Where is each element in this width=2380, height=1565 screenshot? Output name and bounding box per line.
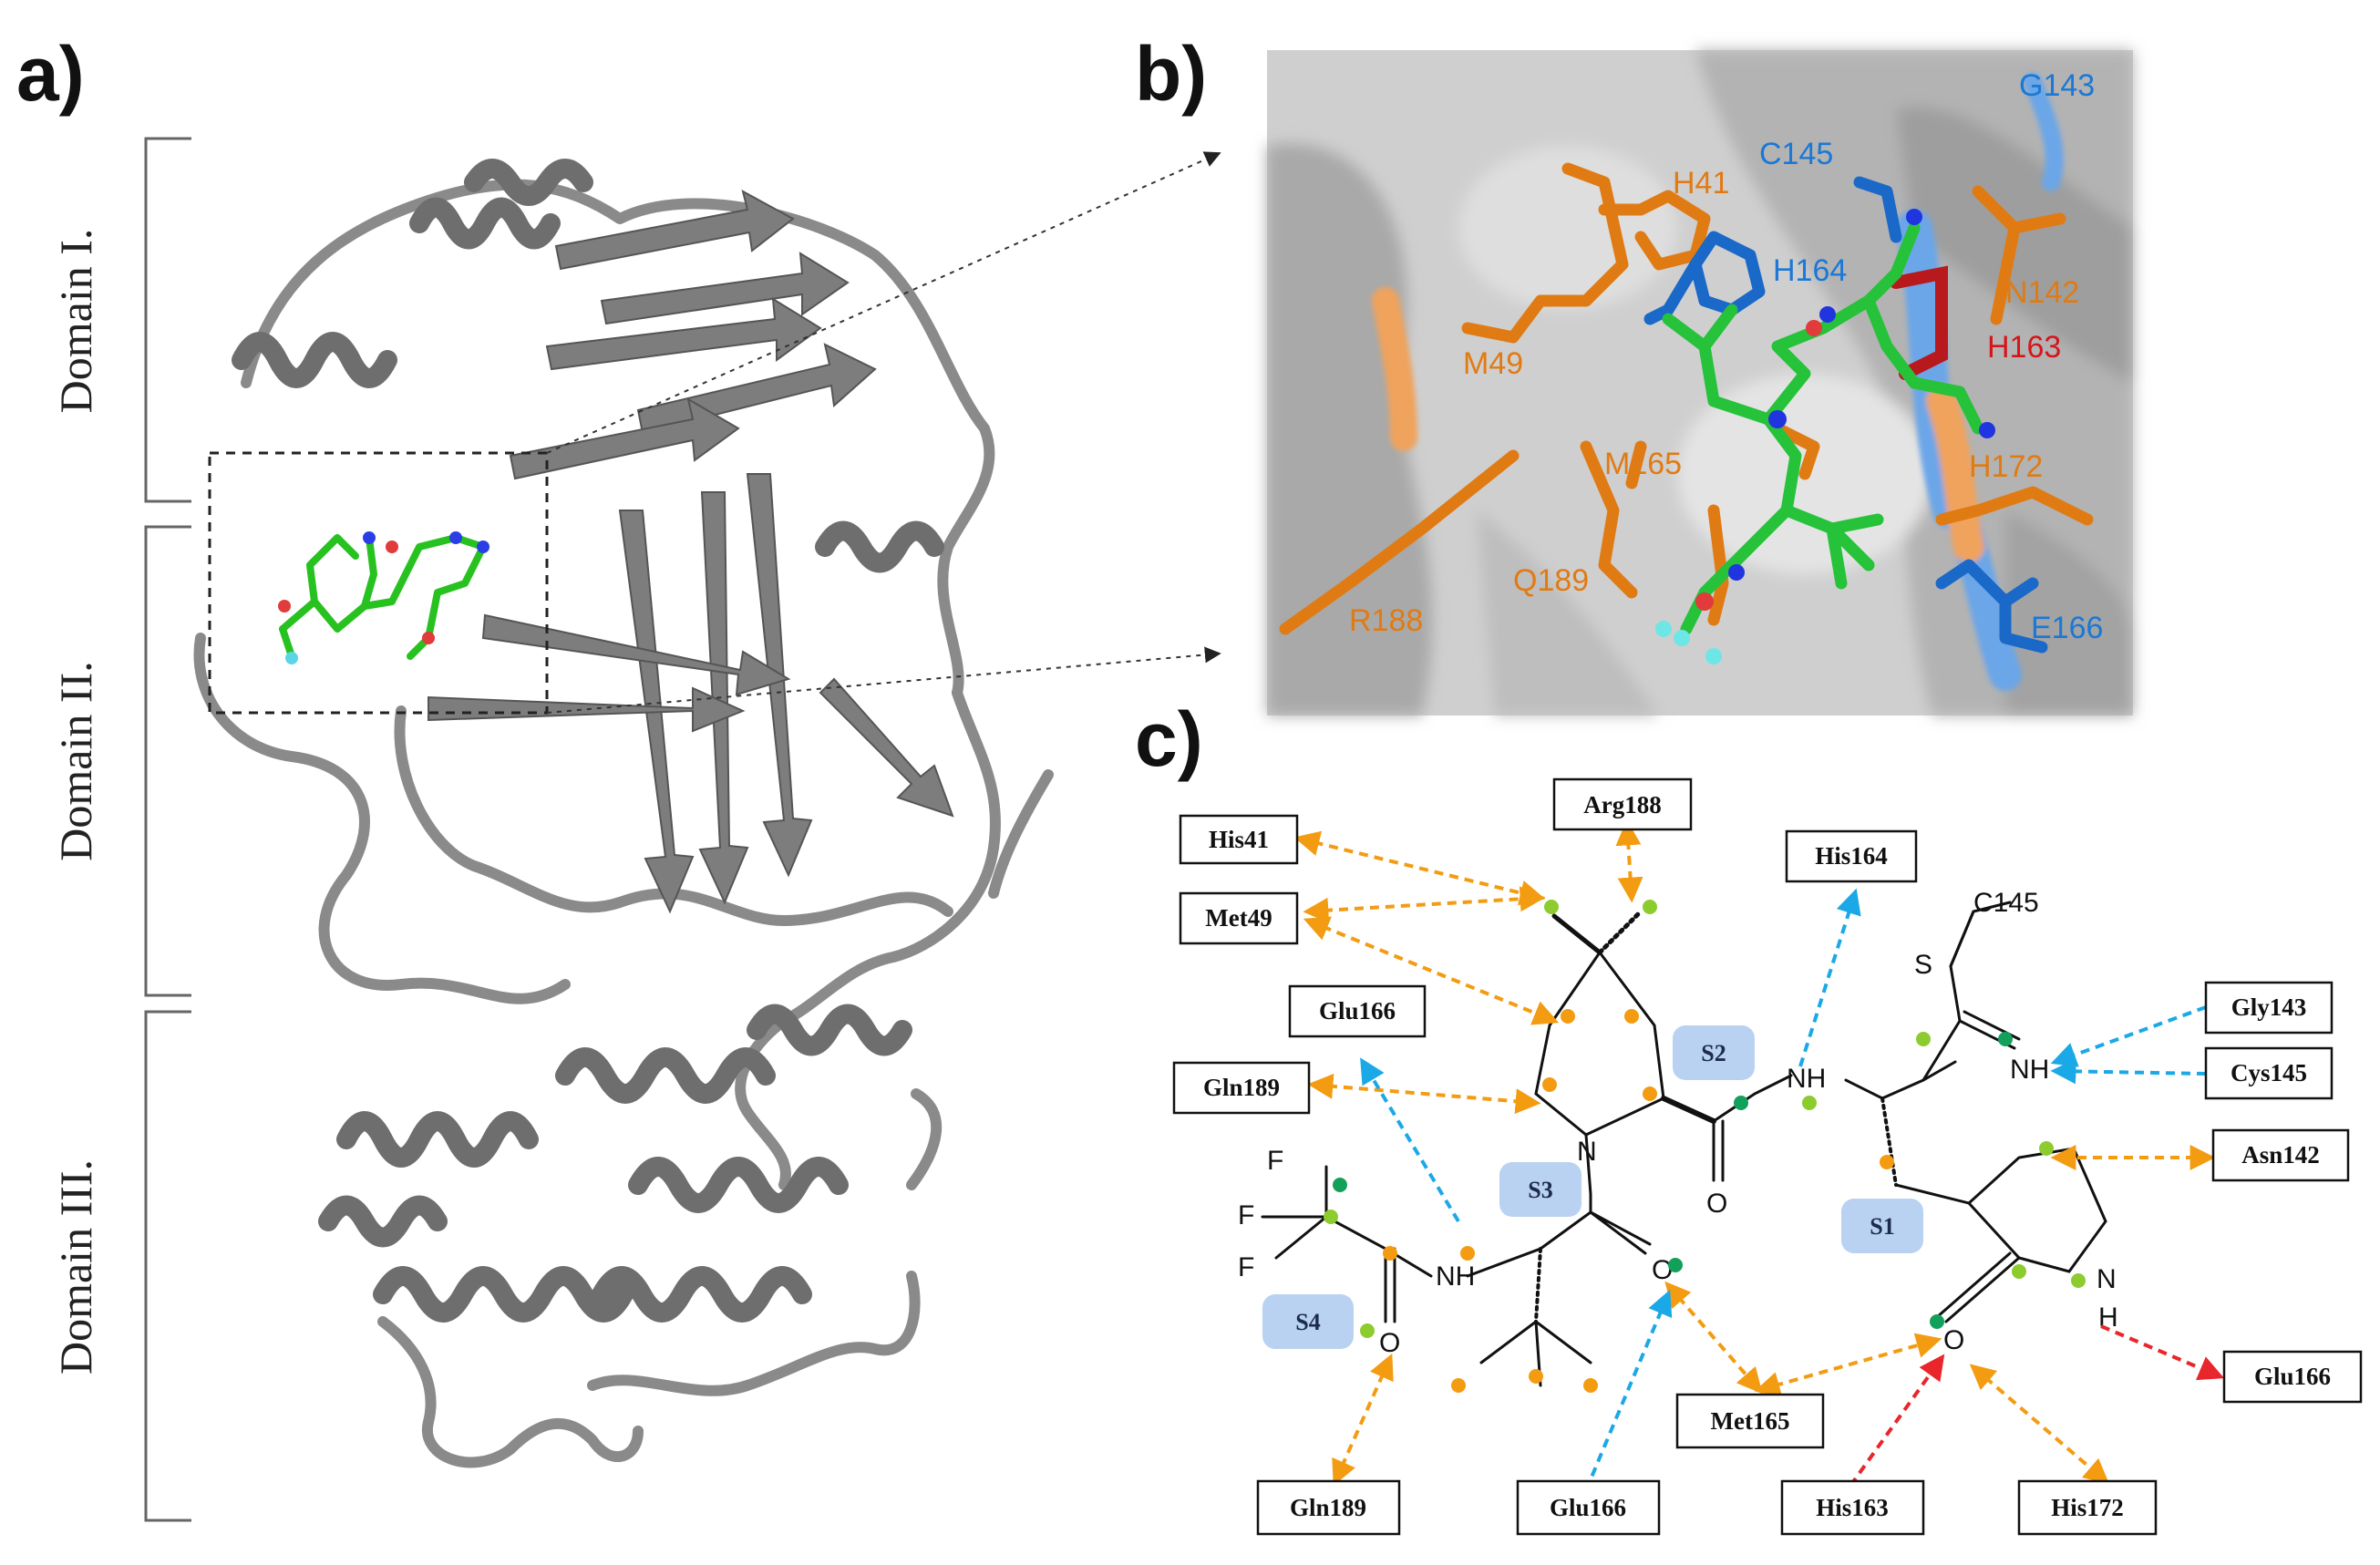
panel-b-letter: b) [1135,31,1207,117]
atom-nh-amide: NH [1787,1064,1826,1094]
protein-helices [232,159,944,1323]
label-g143: G143 [2019,68,2095,103]
label-h164: H164 [1773,253,1847,288]
ligand-atoms-panel-a [278,531,489,664]
label-c145: C145 [1759,137,1833,171]
pocket-s3: S3 [1528,1177,1552,1203]
domain-brackets [144,137,191,1522]
box-met49: Met49 [1179,891,1299,945]
box-met165: Met165 [1675,1393,1825,1449]
label-n142: N142 [2005,275,2079,310]
chemical-skeleton [1261,901,2107,1387]
pocket-highlights: S2 S3 S1 S4 [1262,1025,1923,1349]
svg-text:Met165: Met165 [1711,1407,1790,1435]
domain-3-label: Domain III. [50,1159,101,1375]
box-gln189-left: Gln189 [1172,1061,1311,1115]
box-glu166-bottom: Glu166 [1516,1479,1661,1536]
residue-boxes: His41 Arg188 His164 Met49 Glu166 Gln189 … [1172,777,2363,1536]
atom-o-amide: O [1706,1189,1727,1219]
pocket-s2-bg [1673,1025,1755,1080]
atom-nh-imine: NH [2010,1055,2049,1085]
panel-b-image: G143 C145 H41 H164 N142 M49 H163 M165 H1… [1267,50,2133,716]
panel-b-red-residue [1890,265,1948,380]
svg-text:Glu166: Glu166 [1550,1494,1626,1521]
label-m165: M165 [1604,447,1682,481]
protein-strands [428,190,954,914]
panel-b-orange-residues [1279,162,2094,635]
box-his164: His164 [1785,829,1918,883]
label-e166: E166 [2031,611,2103,645]
label-h163: H163 [1987,330,2061,365]
interaction-dots [1324,900,2086,1393]
label-q189: Q189 [1513,563,1589,598]
svg-text:Gly143: Gly143 [2231,994,2307,1021]
label-m49: M49 [1463,346,1523,381]
box-his163: His163 [1780,1479,1925,1536]
box-asn142: Asn142 [2211,1128,2350,1182]
box-glu166-top: Glu166 [1288,984,1427,1038]
atom-o-lactam: O [1943,1325,1964,1355]
svg-text:His172: His172 [2051,1494,2124,1521]
pocket-s3-bg [1499,1162,1582,1217]
atom-n-ring: N [1577,1137,1597,1167]
svg-text:His163: His163 [1816,1494,1889,1521]
svg-text:Glu166: Glu166 [2254,1363,2331,1390]
pocket-s1-bg [1841,1199,1923,1253]
zoom-arrow-bottom [546,646,1221,714]
svg-text:Cys145: Cys145 [2231,1059,2307,1086]
atom-c145: C145 [1973,888,2039,918]
atom-o-s4: O [1379,1328,1400,1358]
svg-text:Arg188: Arg188 [1583,791,1661,819]
protein-cartoon [193,159,1054,1468]
box-gln189-bottom: Gln189 [1256,1479,1401,1536]
domain-2-label: Domain II. [50,661,101,860]
label-h41: H41 [1673,166,1729,201]
svg-text:His41: His41 [1209,826,1269,853]
zoom-arrow-top [546,151,1221,454]
panel-a-letter: a) [16,31,85,117]
domain-1-label: Domain I. [50,229,101,414]
atom-labels: C145 S NH NH N O NH O O F F F N H O [1238,888,2118,1358]
panel-b-ligand [1662,221,1984,635]
selection-box [208,451,549,715]
box-arg188: Arg188 [1552,777,1693,831]
atom-h-lactam: H [2098,1302,2118,1333]
atom-f3: F [1238,1252,1254,1282]
box-his172: His172 [2017,1479,2158,1536]
atom-f1: F [1267,1146,1283,1176]
pocket-s2: S2 [1701,1040,1726,1066]
atom-nh-left: NH [1436,1261,1475,1292]
svg-text:Asn142: Asn142 [2241,1141,2320,1169]
atom-f2: F [1238,1200,1254,1230]
panel-b-ligand-atoms [1655,209,1995,664]
box-his41: His41 [1179,814,1299,865]
ligand-panel-a [279,534,487,660]
label-r188: R188 [1349,603,1423,638]
box-glu166-right: Glu166 [2222,1350,2363,1404]
pocket-s1: S1 [1870,1213,1894,1240]
box-gly143: Gly143 [2204,981,2334,1035]
svg-text:Glu166: Glu166 [1319,997,1396,1024]
pocket-s4-bg [1262,1294,1354,1349]
atom-s: S [1914,950,1932,980]
svg-text:Met49: Met49 [1205,904,1272,932]
interaction-arrows [1293,819,2225,1491]
svg-text:Gln189: Gln189 [1203,1074,1280,1101]
svg-text:Gln189: Gln189 [1290,1494,1366,1521]
panel-c-letter: c) [1135,696,1203,782]
atom-o-s3: O [1652,1255,1673,1285]
pocket-s4: S4 [1295,1309,1320,1335]
label-h172: H172 [1969,449,2043,484]
svg-text:His164: His164 [1815,842,1888,870]
box-cys145: Cys145 [2204,1046,2334,1100]
atom-n-lactam: N [2097,1264,2117,1294]
